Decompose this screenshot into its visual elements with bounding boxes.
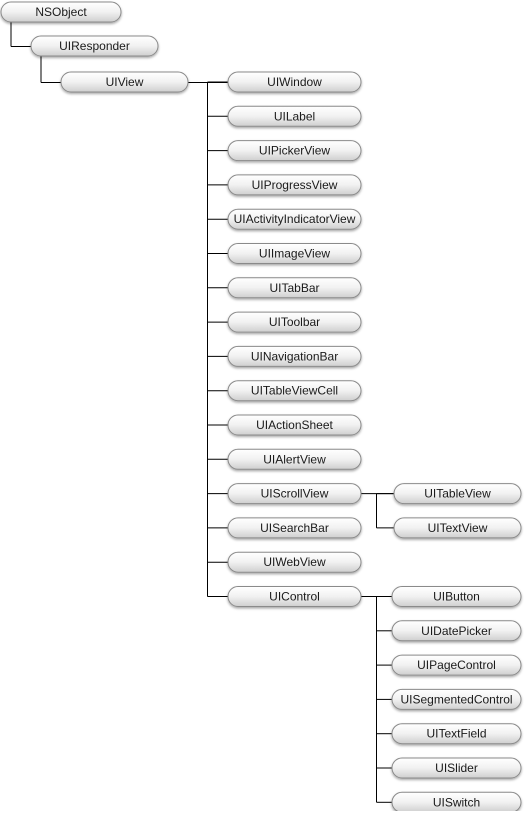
class-node-uitab-bar: UITabBar bbox=[227, 277, 362, 299]
class-node-uidate-picker: UIDatePicker bbox=[391, 620, 522, 642]
class-node-shape bbox=[391, 688, 522, 710]
class-node-shape bbox=[227, 277, 362, 299]
class-node-shape bbox=[391, 757, 522, 779]
class-node-uiview: UIView bbox=[60, 71, 189, 93]
class-node-uitext-field: UITextField bbox=[391, 723, 522, 745]
class-node-shape bbox=[227, 311, 362, 333]
class-name-label: UIWebView bbox=[263, 555, 326, 569]
class-node-uiswitch: UISwitch bbox=[391, 791, 522, 813]
class-node-shape bbox=[60, 71, 189, 93]
class-name-label: UIAlertView bbox=[263, 452, 326, 466]
class-node-shape bbox=[30, 35, 159, 57]
class-node-uialert-view: UIAlertView bbox=[227, 448, 362, 470]
class-name-label: UISegmentedControl bbox=[400, 692, 512, 706]
class-node-shape bbox=[391, 586, 522, 607]
class-name-label: UITabBar bbox=[269, 281, 319, 295]
class-node-uitoolbar: UIToolbar bbox=[227, 311, 362, 333]
class-name-label: UIResponder bbox=[59, 39, 130, 53]
class-node-shape bbox=[227, 105, 362, 127]
class-name-label: UINavigationBar bbox=[251, 349, 338, 363]
class-node-shape bbox=[227, 140, 362, 162]
class-name-label: UITableView bbox=[424, 487, 491, 501]
class-name-label: UIImageView bbox=[259, 247, 330, 261]
class-name-label: NSObject bbox=[35, 5, 87, 19]
class-node-shape bbox=[227, 243, 362, 264]
class-name-label: UIProgressView bbox=[252, 178, 338, 192]
class-node-uislider: UISlider bbox=[391, 757, 522, 779]
class-name-label: UISlider bbox=[435, 761, 478, 775]
class-node-shape bbox=[227, 380, 362, 402]
class-node-shape bbox=[393, 517, 522, 539]
class-node-uisearch-bar: UISearchBar bbox=[227, 517, 362, 539]
class-node-shape bbox=[227, 517, 362, 539]
class-node-shape bbox=[227, 208, 362, 230]
class-node-uiprogress-view: UIProgressView bbox=[227, 174, 362, 196]
connector-lines bbox=[10, 22, 394, 803]
class-node-uitable-view-cell: UITableViewCell bbox=[227, 380, 362, 402]
class-name-label: UIWindow bbox=[267, 75, 322, 89]
class-node-uilabel: UILabel bbox=[227, 105, 362, 127]
class-name-label: UISwitch bbox=[433, 795, 480, 809]
class-node-uiweb-view: UIWebView bbox=[227, 551, 362, 573]
class-node-shape bbox=[391, 654, 522, 676]
class-node-shape bbox=[227, 71, 362, 93]
class-name-label: UILabel bbox=[274, 109, 315, 123]
class-node-uitext-view: UITextView bbox=[393, 517, 522, 539]
class-node-uipicker-view: UIPickerView bbox=[227, 140, 362, 162]
class-node-shape bbox=[227, 414, 362, 436]
class-name-label: UIDatePicker bbox=[421, 624, 492, 638]
class-node-uinavigation-bar: UINavigationBar bbox=[227, 345, 362, 367]
class-name-label: UITextView bbox=[428, 521, 488, 535]
class-name-label: UIView bbox=[106, 75, 144, 89]
class-node-uiaction-sheet: UIActionSheet bbox=[227, 414, 362, 436]
class-node-uipage-control: UIPageControl bbox=[391, 654, 522, 676]
class-name-label: UIPageControl bbox=[417, 658, 496, 672]
class-node-shape bbox=[227, 551, 362, 573]
class-name-label: UISearchBar bbox=[260, 521, 329, 535]
class-name-label: UIToolbar bbox=[269, 315, 320, 329]
class-node-shape bbox=[227, 483, 362, 505]
class-node-shape bbox=[393, 483, 522, 505]
class-name-label: UITableViewCell bbox=[251, 384, 338, 398]
class-node-shape bbox=[227, 174, 362, 196]
class-node-uiwindow: UIWindow bbox=[227, 71, 362, 93]
class-node-uiresponder: UIResponder bbox=[30, 35, 159, 57]
class-node-uiimage-view: UIImageView bbox=[227, 243, 362, 264]
class-node-uisegmented-control: UISegmentedControl bbox=[391, 688, 522, 710]
class-name-label: UIActionSheet bbox=[256, 418, 333, 432]
class-name-label: UIControl bbox=[269, 590, 320, 604]
class-node-shape bbox=[0, 1, 122, 23]
class-node-uiactivity-indicator-view: UIActivityIndicatorView bbox=[227, 208, 362, 230]
class-name-label: UITextField bbox=[426, 727, 486, 741]
class-node-uicontrol: UIControl bbox=[227, 586, 362, 607]
class-node-shape bbox=[227, 345, 362, 367]
class-node-uitable-view: UITableView bbox=[393, 483, 522, 505]
class-name-label: UIActivityIndicatorView bbox=[234, 212, 356, 226]
class-name-label: UIScrollView bbox=[261, 487, 329, 501]
class-node-uiscroll-view: UIScrollView bbox=[227, 483, 362, 505]
class-name-label: UIButton bbox=[433, 590, 480, 604]
class-node-nsobject: NSObject bbox=[0, 1, 122, 23]
class-node-shape bbox=[227, 586, 362, 607]
class-name-label: UIPickerView bbox=[259, 144, 330, 158]
class-node-shape bbox=[227, 448, 362, 470]
class-node-uibutton: UIButton bbox=[391, 586, 522, 607]
class-node-shape bbox=[391, 620, 522, 642]
class-node-shape bbox=[391, 723, 522, 745]
